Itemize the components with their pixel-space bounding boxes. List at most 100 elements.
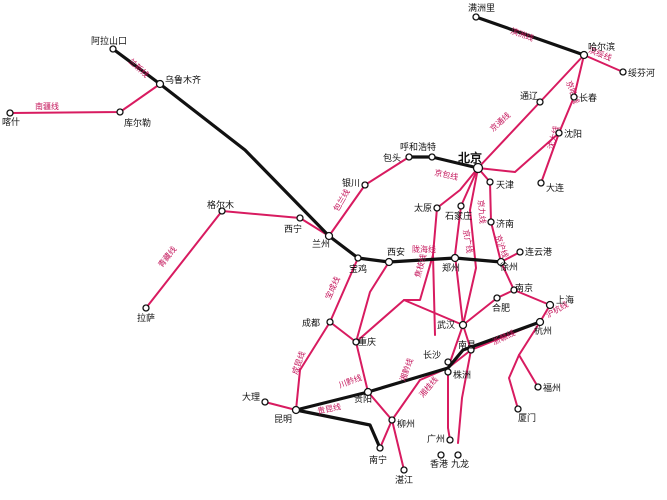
baocheng-line (329, 257, 359, 323)
guikun-main-line (294, 390, 370, 412)
label-lanzhou: 兰州 (312, 238, 330, 250)
station-guiyang (363, 387, 373, 397)
jingguang-line-label: 京广线 (461, 229, 475, 254)
station-changsha (444, 358, 452, 366)
label-baotou: 包头 (383, 152, 401, 164)
station-chengdu (326, 318, 334, 326)
zhegan-line-label: 浙赣线 (491, 328, 517, 347)
station-xiamen (514, 405, 522, 413)
label-taiyuan: 太原 (414, 202, 432, 214)
xiamen-line (508, 354, 520, 410)
label-fuzhou: 福州 (543, 382, 561, 394)
label-liuzhou: 柳州 (397, 418, 415, 430)
station-xian (384, 257, 394, 267)
label-kowloon: 九龙 (451, 458, 469, 470)
label-beijing: 北京 (458, 150, 482, 165)
label-changsha: 长沙 (423, 349, 441, 361)
jiaozhi-line-label: 焦枝线 (412, 253, 428, 279)
binsui-line (583, 54, 624, 73)
station-lanzhou (324, 231, 334, 241)
station-zhanjiang (400, 466, 408, 474)
xianggui-line-label: 湘桂线 (417, 374, 440, 399)
label-urumqi: 乌鲁木齐 (165, 74, 201, 86)
station-baoji (354, 254, 362, 262)
station-nanchang (467, 346, 475, 354)
label-suifenhe: 绥芬河 (628, 67, 655, 79)
station-kunming (291, 405, 301, 415)
label-lianyungang: 连云港 (525, 246, 552, 258)
dali-line (264, 401, 297, 411)
label-shenyang: 沈阳 (564, 128, 582, 140)
station-dalian (537, 179, 545, 187)
label-dali: 大理 (242, 391, 260, 403)
label-hefei: 合肥 (492, 302, 510, 314)
station-kashgar (6, 109, 14, 117)
label-dalian: 大连 (546, 182, 564, 194)
label-tianjin: 天津 (496, 180, 514, 191)
station-baotou (405, 153, 413, 161)
station-xining (296, 214, 304, 222)
label-hohhot: 呼和浩特 (400, 141, 436, 153)
station-chongqing (352, 338, 360, 346)
label-shijiazhuang: 石家庄 (445, 210, 472, 222)
label-changchun: 长春 (579, 92, 597, 104)
label-manzhouli: 满洲里 (468, 3, 495, 14)
label-baoji: 宝鸡 (349, 263, 367, 275)
station-zhuzhou (444, 368, 452, 376)
station-wuhan (458, 320, 468, 330)
jingtong-line-label: 京通线 (488, 110, 513, 133)
label-xiamen: 厦门 (518, 412, 536, 424)
zhanjiang-line (391, 419, 405, 471)
station-kowloon (454, 451, 462, 459)
lanxin-line-label: 兰新线 (127, 56, 152, 79)
baocheng-line-label: 宝成线 (323, 275, 342, 301)
label-hangzhou: 杭州 (534, 325, 552, 337)
jiaozhi-line (403, 254, 434, 301)
station-hongkong (437, 451, 445, 459)
station-shanghai (545, 300, 555, 310)
station-lianyungang (516, 248, 524, 256)
station-suifenhe (619, 68, 627, 76)
xiangqian-main-line (366, 320, 542, 394)
station-jinan (487, 218, 495, 226)
label-nanning: 南宁 (369, 454, 387, 466)
label-chongqing: 重庆 (358, 336, 376, 348)
station-guangzhou (446, 436, 454, 444)
station-shijiazhuang (457, 202, 465, 210)
label-nanjing: 南京 (515, 282, 533, 294)
jinghu-line-label: 京沪线 (493, 233, 511, 259)
label-kashgar: 喀什 (2, 116, 20, 128)
station-changchun (570, 93, 578, 101)
label-lhasa: 拉萨 (137, 312, 155, 324)
station-beijing (472, 162, 484, 174)
label-guangzhou: 广州 (427, 433, 445, 445)
station-golmud (218, 207, 226, 215)
label-zhuzhou: 株洲 (453, 369, 471, 381)
jingjiu-line-label: 京九线 (476, 199, 488, 224)
station-urumqi (155, 79, 165, 89)
qiangui-line (367, 391, 393, 421)
shenda-line (540, 132, 560, 184)
chengkun-line (295, 321, 331, 411)
label-chengdu: 成都 (302, 317, 320, 329)
label-wuhan: 武汉 (437, 319, 455, 331)
shenda-line-label: 沈大线 (545, 125, 561, 151)
station-tianjin (486, 178, 494, 186)
label-zhengzhou: 郑州 (442, 262, 460, 274)
station-taiyuan (433, 204, 441, 212)
station-harbin (579, 50, 589, 60)
label-kunming: 昆明 (274, 414, 292, 425)
label-guiyang: 贵阳 (354, 393, 372, 405)
station-tongliao (536, 98, 544, 106)
label-xian: 西安 (387, 246, 405, 258)
label-xuzhou: 徐州 (500, 261, 518, 273)
station-dali (261, 398, 269, 406)
lanxin-main-line (111, 47, 331, 238)
station-liuzhou (388, 416, 396, 424)
station-shenyang (555, 129, 563, 137)
station-yinchuan (361, 181, 369, 189)
station-korla (116, 108, 124, 116)
station-lhasa (142, 304, 150, 312)
station-hefei (493, 294, 501, 302)
